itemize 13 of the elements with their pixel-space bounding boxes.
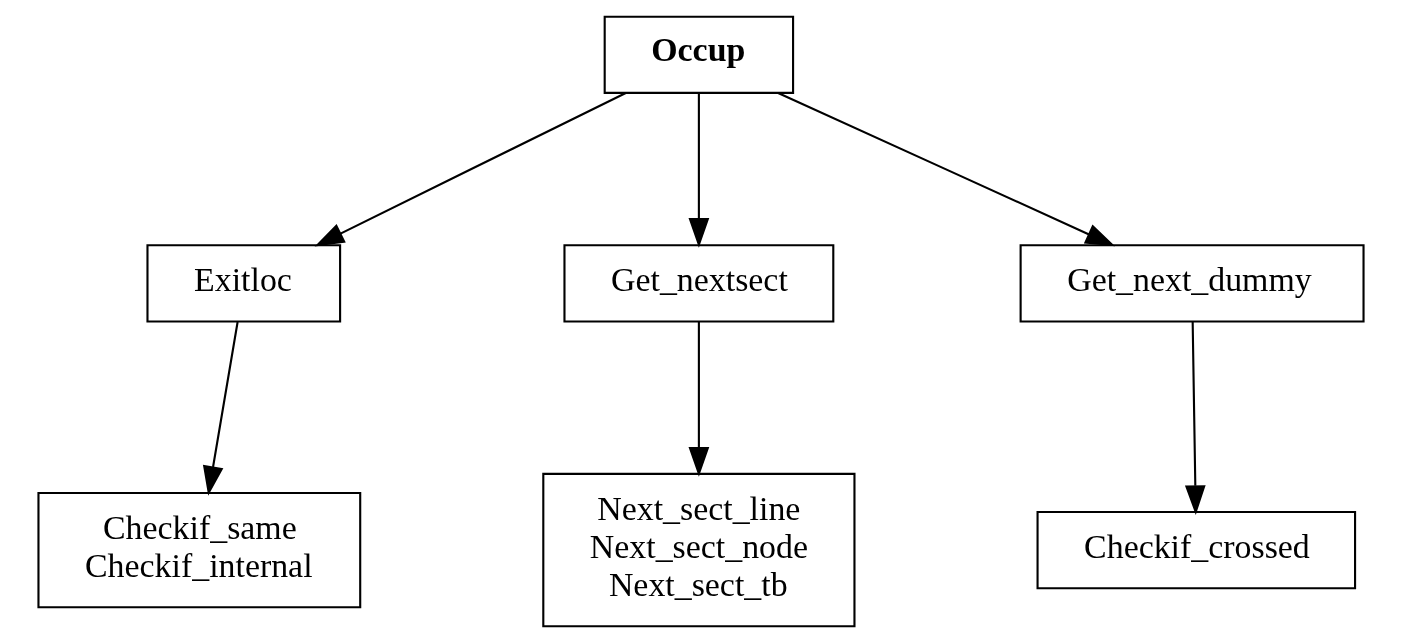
node-box: Checkif_crossed (1036, 510, 1357, 590)
arrow (688, 322, 710, 477)
arrow (1184, 322, 1206, 515)
arrow (688, 92, 710, 248)
node-box: Get_next_dummy (1019, 244, 1365, 323)
node-box: Next_sect_line Next_sect_node Next_sect_tb (542, 472, 856, 628)
arrow (777, 92, 1116, 247)
node-box: Exitloc (146, 244, 342, 323)
node-box: Occup (603, 15, 795, 94)
node-box: Checkif_same Checkif_internal (37, 491, 362, 609)
arrow (202, 321, 239, 496)
arrow (314, 92, 627, 247)
node-box: Get_nextsect (563, 244, 835, 323)
